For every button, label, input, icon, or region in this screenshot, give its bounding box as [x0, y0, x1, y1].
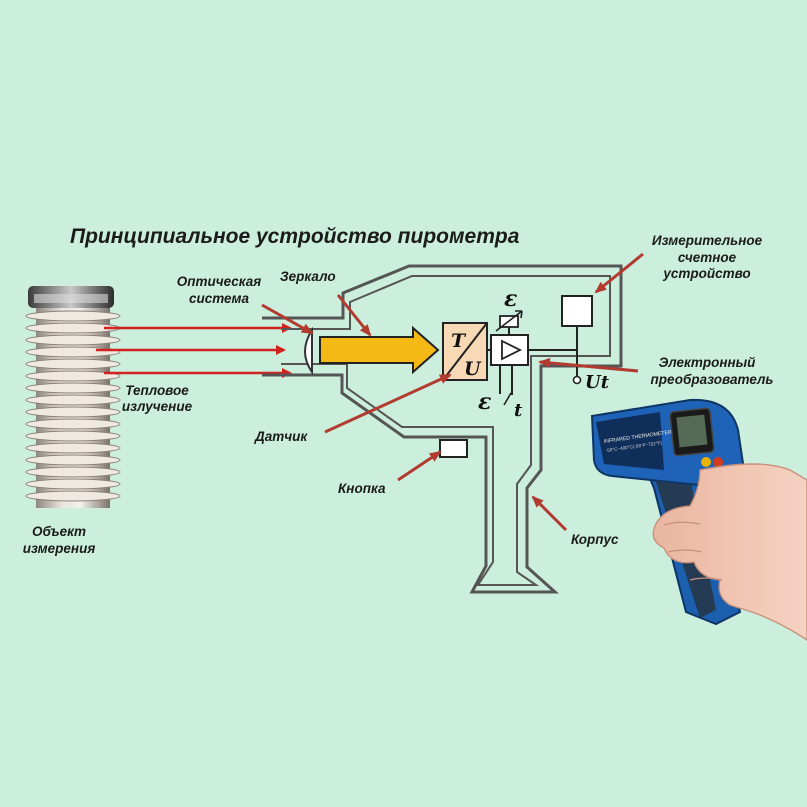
amplifier-icon: [491, 323, 528, 405]
insulator-rib: [26, 419, 120, 429]
sensor-t-symbol: T: [451, 330, 467, 352]
svg-text:Оптическая: Оптическая: [177, 274, 262, 289]
label-heat: Тепловое излучение: [122, 383, 193, 414]
heat-radiation-arrows: [96, 328, 290, 373]
sensor-u-symbol: U: [464, 358, 482, 380]
label-mirror: Зеркало: [280, 269, 336, 284]
svg-text:устройство: устройство: [662, 266, 750, 281]
svg-text:Объект: Объект: [32, 524, 86, 539]
insulator-rib: [26, 383, 120, 393]
label-electronic: Электронный преобразователь: [651, 355, 774, 387]
insulator-rib: [26, 431, 120, 441]
button-box: [440, 440, 467, 457]
insulator-rib: [26, 407, 120, 417]
insulator-rib: [26, 311, 120, 321]
ut-symbol: Ut: [585, 372, 610, 393]
insulator-rib: [26, 467, 120, 477]
svg-text:Тепловое: Тепловое: [125, 383, 189, 398]
hand-thermometer-image: INFRARED THERMOMETER -50°C~400°C(-58°F~7…: [592, 400, 807, 640]
page-title: Принципиальное устройство пирометра: [70, 225, 520, 248]
label-optics: Оптическая система: [177, 274, 262, 306]
svg-text:Электронный: Электронный: [659, 355, 757, 370]
label-button: Кнопка: [338, 481, 386, 496]
label-body: Корпус: [571, 532, 619, 547]
insulator-rib: [26, 335, 120, 345]
epsilon-bottom-symbol: ε: [478, 389, 491, 415]
insulator-rib: [26, 491, 120, 501]
svg-text:измерения: измерения: [23, 541, 96, 556]
measuring-device-box: [562, 296, 592, 326]
insulator-rib: [26, 359, 120, 369]
insulator-image: [26, 286, 120, 508]
insulator-rib: [26, 395, 120, 405]
sensor-block: T U: [443, 323, 487, 380]
svg-text:система: система: [189, 291, 250, 306]
label-sensor: Датчик: [254, 429, 308, 444]
label-meter: Измерительное счетное устройство: [652, 233, 763, 281]
svg-text:излучение: излучение: [122, 399, 193, 414]
svg-text:счетное: счетное: [678, 250, 737, 265]
insulator-rib: [26, 443, 120, 453]
lens-icon: [305, 330, 312, 372]
label-object: Объект измерения: [23, 524, 96, 556]
insulator-rib: [26, 479, 120, 489]
svg-text:преобразователь: преобразователь: [651, 372, 774, 387]
insulator-rib: [26, 347, 120, 357]
svg-text:Измерительное: Измерительное: [652, 233, 763, 248]
insulator-rib: [26, 455, 120, 465]
t-symbol: t: [514, 400, 523, 421]
beam-arrow: [320, 328, 438, 372]
epsilon-top-symbol: ε: [504, 286, 517, 312]
